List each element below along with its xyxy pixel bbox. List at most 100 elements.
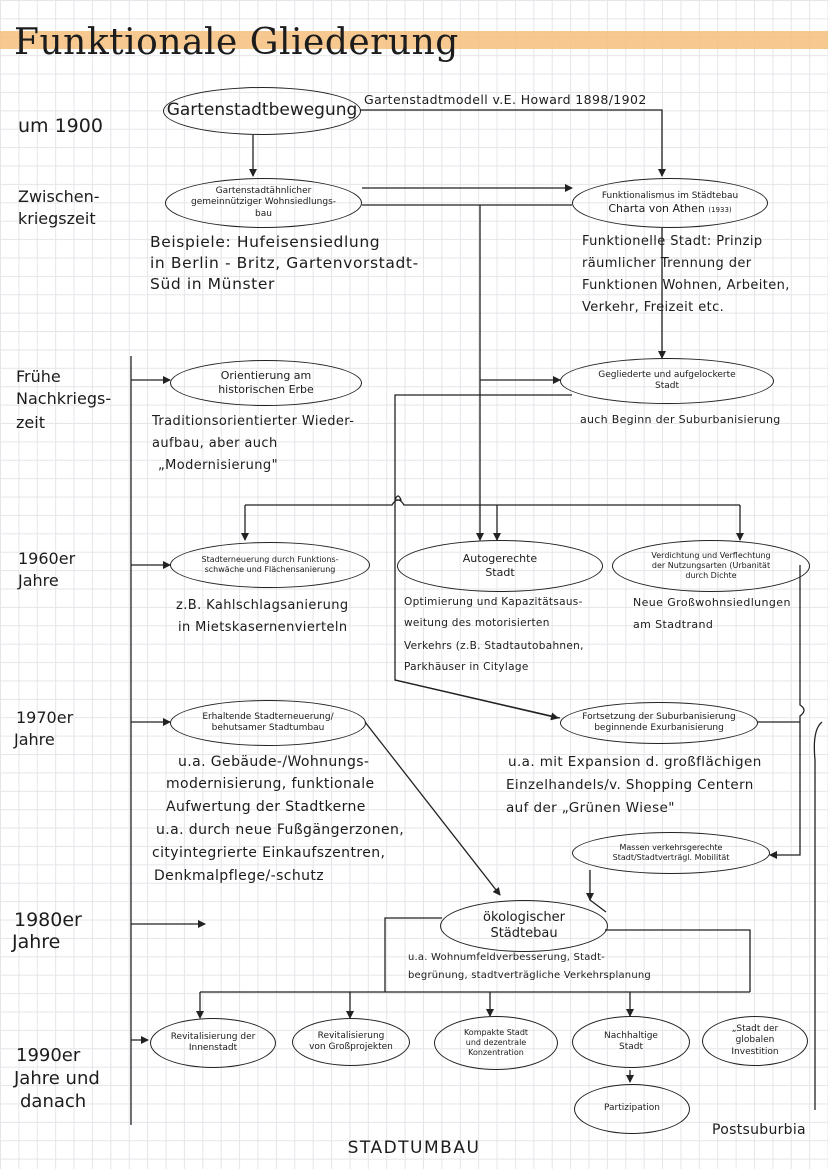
node-gartenstadtbewegung: Gartenstadtbewegung	[163, 87, 361, 135]
edge-oekologisch-right	[605, 929, 751, 992]
node-nachhaltig-line2: Stadt	[619, 1042, 643, 1052]
note-funktionell-1: Funktionelle Stadt: Prinzip	[582, 234, 763, 249]
era-1970-1: 1970er	[16, 708, 74, 727]
node-revital-grossprojekte: Revitalisierung von Großprojekten	[292, 1018, 410, 1066]
era-frueh-2: Nachkriegs-	[16, 389, 112, 408]
node-verdichtung-line2: der Nutzungsarten (Urbanität	[651, 561, 771, 570]
node-nachhaltig: Nachhaltige Stadt	[572, 1016, 690, 1068]
node-autogerecht-line2: Stadt	[485, 566, 515, 579]
node-revital-grossprojekte-line2: von Großprojekten	[309, 1042, 393, 1052]
note-kahlschlag-1: z.B. Kahlschlagsanierung	[176, 598, 349, 613]
note-gartenstadtmodell: Gartenstadtmodell v.E. Howard 1898/1902	[364, 92, 647, 107]
node-orientierung-line2: historischen Erbe	[218, 383, 314, 396]
note-grosswohn-1: Neue Großwohnsiedlungen	[633, 596, 791, 609]
node-gemeinnuetzig-line3: bau	[255, 208, 272, 219]
node-fortsetzung-line2: beginnende Exurbanisierung	[594, 723, 724, 733]
edge-distribution-bar	[245, 499, 740, 506]
node-fortsetzung-line1: Fortsetzung der Suburbanisierung	[582, 711, 736, 722]
node-stadterneuerung: Stadterneuerung durch Funktions- schwäch…	[170, 542, 370, 588]
note-funktionell-4: Verkehr, Freizeit etc.	[582, 300, 725, 315]
node-fortsetzung: Fortsetzung der Suburbanisierung beginne…	[560, 702, 758, 744]
node-gegliedert: Gegliederte und aufgelockerte Stadt	[560, 358, 774, 404]
node-globale-investition-line1: „Stadt der	[731, 1024, 779, 1035]
note-expansion-2: Einzelhandels/v. Shopping Centern	[506, 777, 754, 793]
node-massen: Massen verkehrsgerechte Stadt/Stadtvertr…	[572, 832, 770, 874]
note-traditions-2: aufbau, aber auch	[152, 436, 278, 451]
edge-erhaltend-to-oekologisch	[364, 721, 501, 896]
node-autogerecht: Autogerechte Stadt	[397, 540, 603, 592]
node-revital-innenstadt: Revitalisierung der Innenstadt	[150, 1018, 276, 1068]
node-kompakte-stadt: Kompakte Stadt und dezentrale Konzentrat…	[434, 1016, 558, 1070]
era-1990-2: Jahre und	[14, 1068, 100, 1089]
node-gegliedert-line1: Gegliederte und aufgelockerte	[598, 369, 736, 380]
node-oekologisch-line2: Städtebau	[490, 926, 558, 941]
note-beispiele-2: in Berlin - Britz, Gartenvorstadt-	[150, 254, 419, 272]
edge-massen-link	[589, 899, 607, 913]
edge-gartenstadt-to-funktionalismus	[360, 109, 666, 177]
node-funktionalismus-charta: Charta von Athen	[608, 201, 705, 215]
node-kompakte-stadt-line1: Kompakte Stadt	[463, 1028, 529, 1037]
node-kompakte-stadt-line2: und dezentrale	[465, 1038, 527, 1047]
era-1980-1: 1980er	[14, 909, 82, 931]
edge-verdichtung-to-massen	[769, 565, 805, 859]
note-gebaeude-2: modernisierung, funktionale	[166, 776, 375, 792]
node-orientierung-line1: Orientierung am	[220, 369, 312, 383]
node-verdichtung: Verdichtung und Verflechtung der Nutzung…	[612, 540, 810, 592]
node-gemeinnuetzig-line2: gemeinnütziger Wohnsiedlungs-	[190, 197, 336, 208]
node-oekologisch-line1: ökologischer	[483, 909, 565, 925]
note-kahlschlag-2: in Mietskasernenvierteln	[178, 620, 348, 635]
node-partizipation-label: Partizipation	[604, 1103, 660, 1114]
note-funktionell-3: Funktionen Wohnen, Arbeiten,	[582, 278, 790, 293]
note-gebaeude-5: cityintegrierte Einkaufszentren,	[152, 845, 386, 861]
note-kapazitaet-1: Optimierung und Kapazitätsaus-	[404, 596, 583, 608]
note-funktionell-2: räumlicher Trennung der	[582, 256, 752, 271]
node-revital-innenstadt-line2: Innenstadt	[188, 1043, 238, 1053]
note-wohnumfeld-2: begrünung, stadtverträgliche Verkehrspla…	[408, 970, 651, 981]
note-postsuburbia: Postsuburbia	[712, 1122, 806, 1138]
node-funktionalismus-line1: Funktionalismus im Städtebau	[601, 190, 739, 201]
note-expansion-3: auf der „Grünen Wiese"	[506, 800, 675, 816]
note-gebaeude-3: Aufwertung der Stadtkerne	[166, 799, 366, 815]
node-massen-line2: Stadt/Stadtverträgl. Mobilität	[612, 853, 730, 862]
node-oekologisch: ökologischer Städtebau	[440, 900, 608, 952]
era-1990-1: 1990er	[16, 1045, 81, 1066]
node-kompakte-stadt-line3: Konzentration	[468, 1048, 524, 1057]
node-stadterneuerung-line1: Stadterneuerung durch Funktions-	[201, 555, 339, 564]
footer-stadtumbau: STADTUMBAU	[347, 1138, 481, 1158]
node-gemeinnuetzig-line1: Gartenstadtähnlicher	[215, 186, 312, 197]
node-massen-line1: Massen verkehrsgerechte	[619, 843, 723, 852]
note-expansion-1: u.a. mit Expansion d. großflächigen	[508, 754, 762, 770]
era-frueh-3: zeit	[16, 413, 45, 432]
note-grosswohn-2: am Stadtrand	[633, 618, 714, 631]
era-frueh-1: Frühe	[16, 367, 61, 386]
node-globale-investition: „Stadt der globalen Investition	[702, 1016, 808, 1066]
node-funktionalismus-line2: Charta von Athen (1933)	[608, 202, 731, 216]
era-1990-3: danach	[20, 1091, 87, 1112]
node-stadterneuerung-line2: schwäche und Flächensanierung	[204, 565, 336, 574]
edge-to-fortsetzung	[394, 679, 559, 721]
era-1980-2: Jahre	[12, 931, 61, 953]
node-globale-investition-line2: globalen Investition	[731, 1035, 779, 1057]
edge-oekologisch-left	[384, 917, 442, 992]
node-gegliedert-line2: Stadt	[655, 381, 679, 391]
era-1900: um 1900	[18, 115, 103, 137]
era-1960-2: Jahre	[18, 571, 59, 590]
era-zwischen-2: kriegszeit	[18, 209, 96, 228]
edge-postsuburbia	[813, 721, 823, 1110]
note-kapazitaet-4: Parkhäuser in Citylage	[404, 661, 529, 673]
edge-t-to-gegliedert	[479, 205, 561, 384]
node-partizipation: Partizipation	[574, 1084, 690, 1134]
node-erhaltend-line2: behutsamer Stadtumbau	[211, 723, 325, 733]
note-traditions-1: Traditionsorientierter Wieder-	[152, 414, 355, 429]
node-revital-innenstadt-line1: Revitalisierung der	[170, 1031, 256, 1042]
node-funktionalismus: Funktionalismus im Städtebau Charta von …	[572, 178, 768, 228]
note-kapazitaet-2: weitung des motorisierten	[404, 617, 550, 629]
node-erhaltend: Erhaltende Stadterneuerung/ behutsamer S…	[170, 700, 366, 746]
note-beispiele-1: Beispiele: Hufeisensiedlung	[150, 233, 381, 251]
node-verdichtung-line1: Verdichtung und Verflechtung	[651, 551, 771, 560]
note-beispiele-3: Süd in Münster	[150, 275, 275, 293]
node-autogerecht-line1: Autogerechte	[462, 552, 538, 566]
node-gemeinnuetzig: Gartenstadtähnlicher gemeinnütziger Wohn…	[165, 178, 362, 228]
